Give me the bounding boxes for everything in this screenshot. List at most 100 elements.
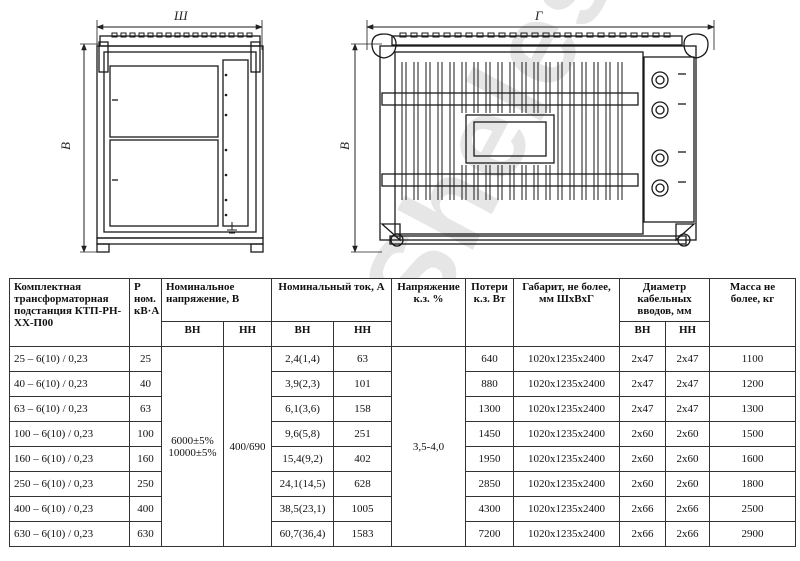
row-mass: 1800	[709, 471, 796, 497]
row-cable-vn: 2x47	[619, 396, 666, 422]
header-cable: Диаметр кабельных вводов, мм	[619, 278, 710, 322]
row-name: 400 – 6(10) / 0,23	[9, 496, 130, 522]
side-view	[366, 20, 715, 247]
row-current-nn: 63	[333, 346, 392, 372]
table-row: 40 – 6(10) / 0,23 40 3,9(2,3) 101 880 10…	[9, 371, 796, 397]
row-mass: 2900	[709, 521, 796, 547]
front-height-label: В	[58, 142, 73, 150]
header-current: Номинальный ток, А	[271, 278, 392, 322]
header-size: Габарит, не более, мм ШхВхГ	[513, 278, 620, 347]
row-cable-nn: 2x47	[665, 396, 710, 422]
subheader-current-nn: НН	[333, 321, 392, 347]
row-power: 25	[129, 346, 162, 372]
table-row: 63 – 6(10) / 0,23 63 6,1(3,6) 158 1300 1…	[9, 396, 796, 422]
row-size: 1020x1235x2400	[513, 521, 620, 547]
row-cable-vn: 2x60	[619, 446, 666, 472]
subheader-voltage-nn: НН	[223, 321, 272, 347]
subheader-voltage-vn: ВН	[161, 321, 224, 347]
header-mass: Масса не более, кг	[709, 278, 796, 347]
row-mass: 1200	[709, 371, 796, 397]
row-name: 160 – 6(10) / 0,23	[9, 446, 130, 472]
row-current-nn: 251	[333, 421, 392, 447]
row-size: 1020x1235x2400	[513, 371, 620, 397]
row-name: 250 – 6(10) / 0,23	[9, 471, 130, 497]
row-losses: 640	[465, 346, 514, 372]
row-current-nn: 402	[333, 446, 392, 472]
spec-table: Комплектная трансформаторная подстанция …	[9, 278, 796, 547]
row-losses: 2850	[465, 471, 514, 497]
row-cable-vn: 2x60	[619, 471, 666, 497]
side-height-dimension: В	[337, 43, 382, 253]
row-size: 1020x1235x2400	[513, 421, 620, 447]
row-cable-nn: 2x66	[665, 521, 710, 547]
row-cable-nn: 2x47	[665, 371, 710, 397]
sc-voltage-cell: 3,5-4,0	[391, 346, 466, 547]
row-current-nn: 158	[333, 396, 392, 422]
row-current-vn: 24,1(14,5)	[271, 471, 334, 497]
row-losses: 1950	[465, 446, 514, 472]
row-current-nn: 628	[333, 471, 392, 497]
row-current-vn: 60,7(36,4)	[271, 521, 334, 547]
row-current-vn: 38,5(23,1)	[271, 496, 334, 522]
header-row: Комплектная трансформаторная подстанция …	[9, 278, 796, 347]
front-view	[96, 20, 264, 253]
subheader-cable-vn: ВН	[619, 321, 666, 347]
row-cable-vn: 2x47	[619, 346, 666, 372]
row-cable-nn: 2x60	[665, 421, 710, 447]
front-height-dimension: В	[58, 43, 98, 253]
length-label: Г	[534, 8, 543, 23]
row-current-vn: 9,6(5,8)	[271, 421, 334, 447]
row-power: 40	[129, 371, 162, 397]
row-name: 100 – 6(10) / 0,23	[9, 421, 130, 447]
row-name: 25 – 6(10) / 0,23	[9, 346, 130, 372]
row-power: 250	[129, 471, 162, 497]
row-cable-nn: 2x60	[665, 446, 710, 472]
row-mass: 2500	[709, 496, 796, 522]
row-current-nn: 1005	[333, 496, 392, 522]
subheader-current-vn: ВН	[271, 321, 334, 347]
row-losses: 4300	[465, 496, 514, 522]
row-mass: 1100	[709, 346, 796, 372]
subheader-row: ВН НН ВН НН ВН НН	[10, 321, 796, 347]
row-current-vn: 2,4(1,4)	[271, 346, 334, 372]
substation-drawing: Shelest В Ш	[58, 0, 715, 278]
table-row: 100 – 6(10) / 0,23 100 9,6(5,8) 251 1450…	[9, 421, 796, 447]
header-losses: Потери к.з. Вт	[465, 278, 514, 347]
row-current-vn: 6,1(3,6)	[271, 396, 334, 422]
row-size: 1020x1235x2400	[513, 496, 620, 522]
table-row: 250 – 6(10) / 0,23 250 24,1(14,5) 628 28…	[9, 471, 796, 497]
row-name: 630 – 6(10) / 0,23	[9, 521, 130, 547]
row-losses: 1450	[465, 421, 514, 447]
table-row: 160 – 6(10) / 0,23 160 15,4(9,2) 402 195…	[9, 446, 796, 472]
row-mass: 1600	[709, 446, 796, 472]
header-sc-voltage: Напряжение к.з. %	[391, 278, 466, 347]
side-height-label: В	[337, 142, 352, 150]
row-cable-nn: 2x47	[665, 346, 710, 372]
row-name: 40 – 6(10) / 0,23	[9, 371, 130, 397]
row-size: 1020x1235x2400	[513, 346, 620, 372]
header-voltage: Номинальное напряжение, В	[161, 278, 272, 322]
row-cable-vn: 2x60	[619, 421, 666, 447]
voltage-nn-cell: 400/690	[223, 346, 272, 547]
voltage-vn-cell: 6000±5% 10000±5%	[161, 346, 224, 547]
row-power: 160	[129, 446, 162, 472]
row-size: 1020x1235x2400	[513, 446, 620, 472]
row-cable-vn: 2x47	[619, 371, 666, 397]
row-size: 1020x1235x2400	[513, 471, 620, 497]
row-current-nn: 101	[333, 371, 392, 397]
row-power: 100	[129, 421, 162, 447]
row-cable-nn: 2x66	[665, 496, 710, 522]
table-row: 400 – 6(10) / 0,23 400 38,5(23,1) 1005 4…	[9, 496, 796, 522]
row-current-vn: 3,9(2,3)	[271, 371, 334, 397]
row-cable-vn: 2x66	[619, 496, 666, 522]
row-mass: 1300	[709, 396, 796, 422]
row-mass: 1500	[709, 421, 796, 447]
row-losses: 880	[465, 371, 514, 397]
row-name: 63 – 6(10) / 0,23	[9, 396, 130, 422]
row-power: 630	[129, 521, 162, 547]
table-row: 630 – 6(10) / 0,23 630 60,7(36,4) 1583 7…	[9, 521, 796, 547]
width-label: Ш	[173, 8, 189, 23]
header-power: Р ном. кВ·А	[129, 278, 162, 347]
row-losses: 1300	[465, 396, 514, 422]
subheader-cable-nn: НН	[665, 321, 710, 347]
